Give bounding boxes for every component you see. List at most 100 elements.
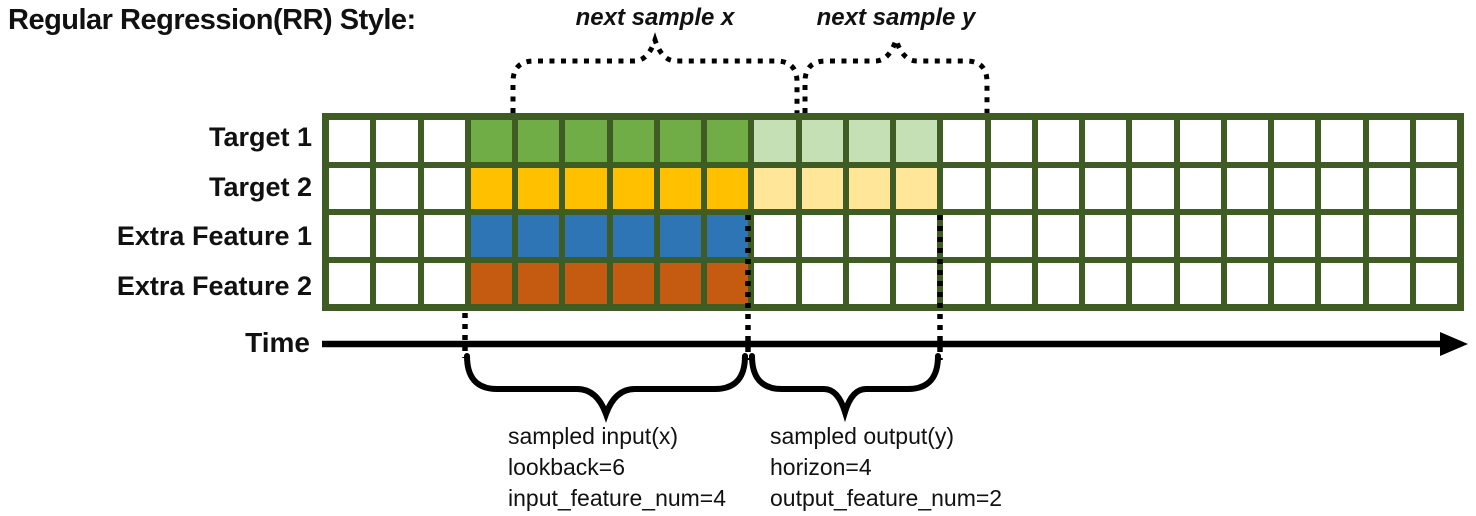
row-label-extra-feature-1: Extra Feature 1	[116, 221, 312, 251]
grid-cell	[1368, 262, 1410, 304]
grid-cell	[943, 262, 985, 304]
grid-cell	[329, 120, 371, 162]
grid-cell	[1085, 262, 1127, 304]
grid-cell	[612, 167, 654, 209]
grid-cell	[754, 120, 796, 162]
grid-cell	[423, 167, 465, 209]
grid-cell	[707, 262, 749, 304]
sampled-input-text-block: sampled input(x) lookback=6 input_featur…	[508, 421, 726, 514]
sampled-output-brace	[749, 353, 941, 423]
grid-cell	[754, 262, 796, 304]
sample-grid	[322, 113, 1464, 311]
grid-cell	[1179, 120, 1221, 162]
grid-cell	[1132, 120, 1174, 162]
grid-cell	[1274, 167, 1316, 209]
grid-cell	[659, 215, 701, 257]
grid-cell	[1274, 262, 1316, 304]
grid-cell	[1321, 215, 1363, 257]
grid-cell	[801, 215, 843, 257]
grid-cell	[376, 262, 418, 304]
time-axis-label: Time	[245, 327, 310, 358]
grid-cell	[423, 262, 465, 304]
grid-cell	[1415, 215, 1457, 257]
grid-cell	[990, 120, 1032, 162]
grid-cell	[565, 262, 607, 304]
grid-cell	[1226, 120, 1268, 162]
grid-cell	[659, 262, 701, 304]
grid-cell	[565, 120, 607, 162]
grid-cell	[754, 167, 796, 209]
grid-cell	[848, 215, 890, 257]
grid-cell	[612, 120, 654, 162]
grid-cell	[612, 262, 654, 304]
time-axis	[322, 332, 1468, 356]
grid-cell	[470, 262, 512, 304]
grid-cell	[848, 167, 890, 209]
grid-cell	[1179, 167, 1221, 209]
grid-cell	[1037, 215, 1079, 257]
grid-cell	[1132, 262, 1174, 304]
next-sample-y-brace-dotted	[802, 32, 990, 113]
horizon-value: horizon=4	[770, 454, 872, 480]
row-label-target-1: Target 1	[208, 122, 312, 152]
grid-cell	[1321, 167, 1363, 209]
grid-cell	[518, 262, 560, 304]
lookback-value: lookback=6	[508, 454, 625, 480]
grid-cell	[470, 120, 512, 162]
grid-cell	[470, 215, 512, 257]
grid-cell	[1132, 215, 1174, 257]
grid-cell	[565, 167, 607, 209]
grid-cell	[990, 262, 1032, 304]
grid-cell	[1368, 167, 1410, 209]
grid-cell	[470, 167, 512, 209]
grid-cell	[896, 120, 938, 162]
grid-cell	[1415, 262, 1457, 304]
grid-cell	[754, 215, 796, 257]
grid-cell	[801, 167, 843, 209]
grid-cell	[1321, 262, 1363, 304]
grid-cell	[896, 215, 938, 257]
grid-cell	[565, 215, 607, 257]
grid-cell	[943, 215, 985, 257]
grid-cell	[376, 167, 418, 209]
grid-cell	[990, 167, 1032, 209]
sampled-input-brace	[464, 353, 748, 423]
output-feature-num-value: output_feature_num=2	[770, 485, 1003, 511]
page-title: Regular Regression(RR) Style:	[8, 4, 416, 36]
grid-cell	[518, 120, 560, 162]
grid-cell	[848, 262, 890, 304]
grid-cell	[659, 167, 701, 209]
grid-cell	[1037, 167, 1079, 209]
grid-cell	[1085, 167, 1127, 209]
sampled-input-title: sampled input(x)	[508, 423, 679, 449]
grid-cell	[376, 215, 418, 257]
grid-cell	[1415, 167, 1457, 209]
next-sample-x-brace-dotted	[510, 32, 800, 113]
grid-cell	[1321, 120, 1363, 162]
grid-cell	[896, 167, 938, 209]
grid-cell	[1368, 215, 1410, 257]
grid-cell	[707, 167, 749, 209]
grid-cell	[1179, 262, 1221, 304]
grid-cell	[329, 215, 371, 257]
grid-cell	[423, 120, 465, 162]
grid-cell	[1274, 120, 1316, 162]
grid-cell	[801, 120, 843, 162]
grid-cell	[329, 167, 371, 209]
grid-cell	[518, 167, 560, 209]
grid-cell	[943, 120, 985, 162]
grid-cell	[990, 215, 1032, 257]
grid-cell	[1274, 215, 1316, 257]
grid-cell	[1085, 215, 1127, 257]
grid-cell	[612, 215, 654, 257]
grid-cell	[801, 262, 843, 304]
grid-cell	[1085, 120, 1127, 162]
row-label-target-2: Target 2	[208, 172, 312, 202]
input-feature-num-value: input_feature_num=4	[508, 485, 727, 511]
grid-cell	[848, 120, 890, 162]
grid-cell	[1179, 215, 1221, 257]
grid-cell	[376, 120, 418, 162]
grid-cell	[1415, 120, 1457, 162]
grid-cell	[518, 215, 560, 257]
